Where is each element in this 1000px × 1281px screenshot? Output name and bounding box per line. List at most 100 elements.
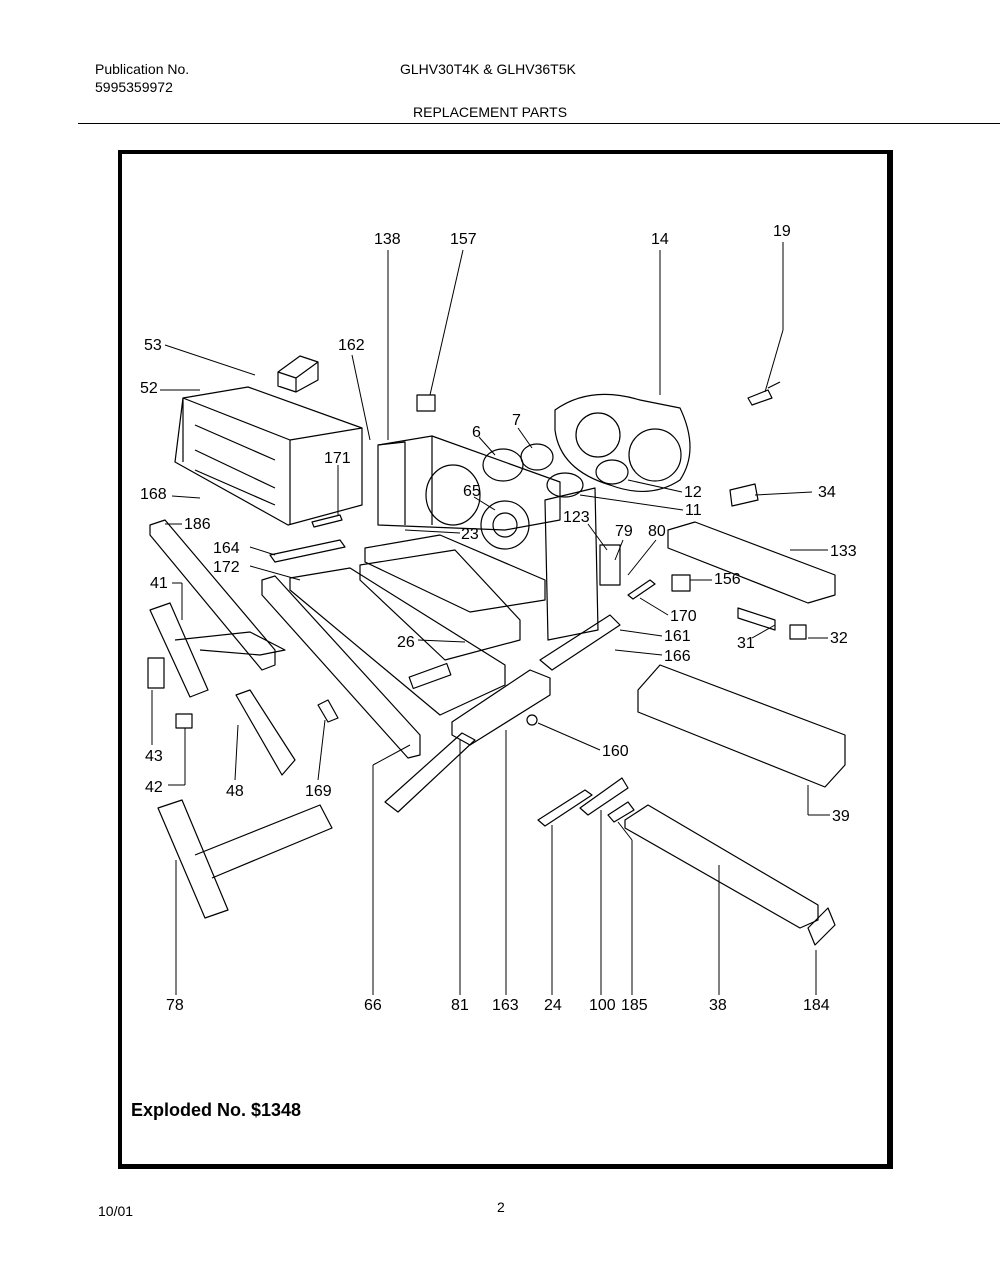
callout-169: 169 (305, 783, 332, 800)
callout-170: 170 (670, 608, 697, 625)
leader-162 (351, 354, 371, 441)
leader-123 (587, 523, 608, 551)
part-grease-filter (359, 549, 521, 661)
callout-138: 138 (374, 231, 401, 248)
leader-80 (627, 539, 657, 576)
callout-160: 160 (602, 743, 629, 760)
callout-185: 185 (621, 997, 648, 1014)
part-blower-hub-left (575, 412, 621, 458)
leader-169 (317, 719, 326, 781)
part-nut-160 (526, 714, 538, 726)
part-wheel-11 (546, 472, 584, 498)
leader-31 (751, 624, 776, 639)
part-control-79 (599, 544, 621, 586)
leader-12 (627, 479, 683, 493)
part-housing-edge (182, 397, 363, 525)
part-part-24 (537, 789, 593, 827)
leader-168 (171, 495, 201, 499)
callout-66: 66 (364, 997, 382, 1014)
part-clip-169 (317, 699, 339, 723)
leader-166 (614, 649, 663, 656)
part-filter-34 (729, 483, 759, 507)
part-bottom-panel-slot (408, 662, 452, 690)
callout-32: 32 (830, 630, 848, 647)
leader-160 (537, 722, 601, 751)
callout-79: 79 (615, 523, 633, 540)
part-back-panel-side (377, 436, 433, 525)
callout-11: 11 (685, 502, 702, 519)
callout-172: 172 (213, 559, 240, 576)
part-cap-32 (789, 624, 807, 640)
part-rail-133 (667, 521, 836, 604)
leader-66b (372, 744, 411, 766)
callout-184: 184 (803, 997, 830, 1014)
leader-157 (429, 249, 464, 396)
callout-186: 186 (184, 516, 211, 533)
leader-170 (639, 597, 669, 616)
footer-date: 10/01 (98, 1203, 134, 1219)
callout-7: 7 (512, 412, 521, 429)
callout-133: 133 (830, 543, 857, 560)
callout-38: 38 (709, 997, 727, 1014)
part-blower-housing (554, 393, 691, 493)
part-slider-81 (384, 732, 476, 813)
part-lower-rail (637, 664, 846, 788)
callout-100: 100 (589, 997, 616, 1014)
part-spacer-171 (311, 514, 343, 528)
callout-163: 163 (492, 997, 519, 1014)
part-side-panel (544, 487, 599, 641)
part-wheel-12 (595, 459, 629, 485)
part-bar-161 (539, 614, 621, 671)
leader-65 (473, 496, 496, 511)
callout-80: 80 (648, 523, 666, 540)
leader-53 (164, 344, 256, 376)
callout-34: 34 (818, 484, 836, 501)
leader-79 (614, 539, 624, 561)
part-spacer-164 (269, 539, 346, 563)
diagram-frame (118, 150, 893, 1169)
part-fan-grille (480, 500, 530, 550)
callout-39: 39 (832, 808, 850, 825)
page-number: 2 (497, 1199, 505, 1215)
callout-65: 65 (463, 483, 481, 500)
leader-172 (249, 565, 301, 581)
leader-185b (617, 821, 633, 841)
publication-label: Publication No. (95, 61, 190, 77)
callout-52: 52 (140, 380, 158, 397)
callout-171: 171 (324, 450, 351, 467)
callout-78: 78 (166, 997, 184, 1014)
part-back-panel-hole (425, 464, 481, 526)
part-bottom-panel (289, 567, 506, 716)
callout-24: 24 (544, 997, 562, 1014)
callout-123: 123 (563, 509, 590, 526)
callout-168: 168 (140, 486, 167, 503)
part-side-rail (149, 519, 276, 671)
callout-43: 43 (145, 748, 163, 765)
callout-162: 162 (338, 337, 365, 354)
publication-number: 5995359972 (95, 79, 173, 95)
callout-31: 31 (737, 635, 755, 652)
part-light-lens (624, 804, 819, 929)
part-clip (416, 394, 436, 412)
part-blower-hub-right (628, 428, 682, 482)
leader-26 (417, 639, 466, 643)
part-end-cap (807, 907, 836, 946)
section-title: REPLACEMENT PARTS (413, 104, 568, 120)
callout-19: 19 (773, 223, 791, 240)
callout-81: 81 (451, 997, 469, 1014)
part-motor-6 (482, 448, 524, 482)
callout-26: 26 (397, 634, 415, 651)
callout-42: 42 (145, 779, 163, 796)
part-switch-box (277, 355, 319, 393)
leader-161 (619, 629, 663, 637)
leader-23 (404, 529, 461, 534)
callout-166: 166 (664, 648, 691, 665)
part-housing-slot (194, 424, 276, 506)
part-clip-156 (671, 574, 691, 592)
callout-164: 164 (213, 540, 240, 557)
part-fan-grille-inner (492, 512, 518, 538)
part-bulb (747, 381, 781, 406)
part-control-housing (149, 602, 286, 698)
